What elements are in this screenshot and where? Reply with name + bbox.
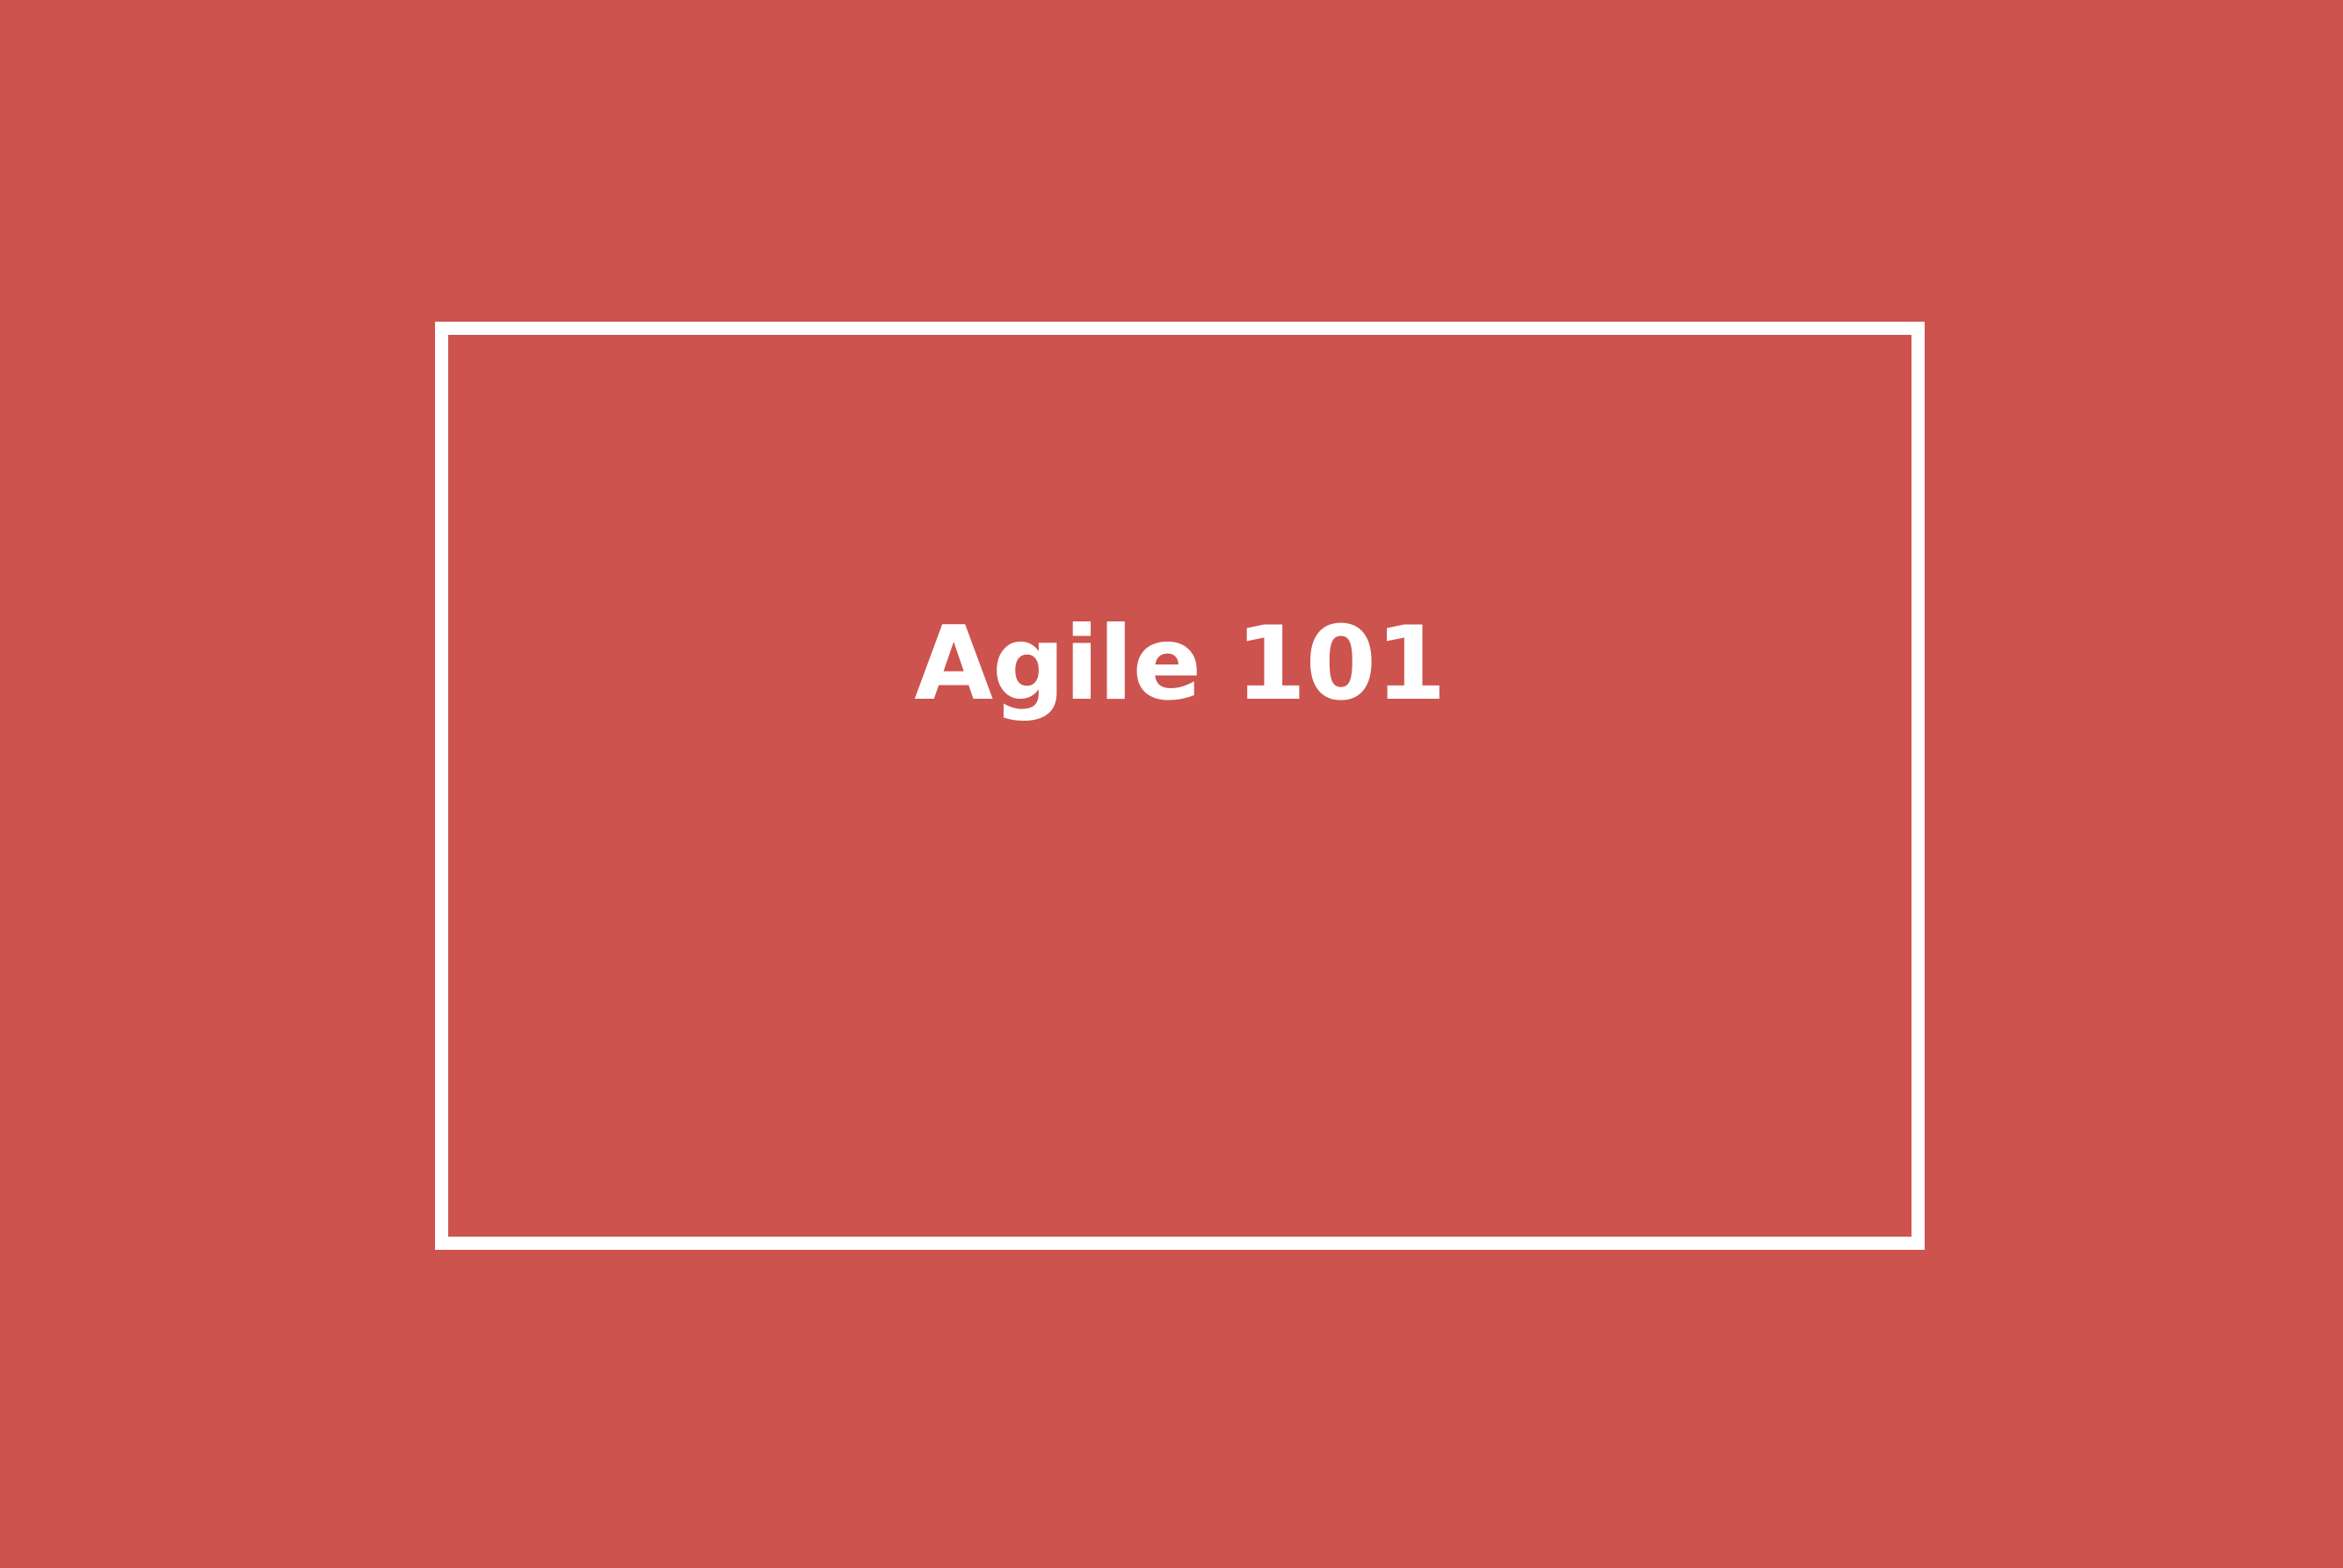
slide-frame [435,322,1925,1250]
slide-title: Agile 101 [914,605,1447,723]
